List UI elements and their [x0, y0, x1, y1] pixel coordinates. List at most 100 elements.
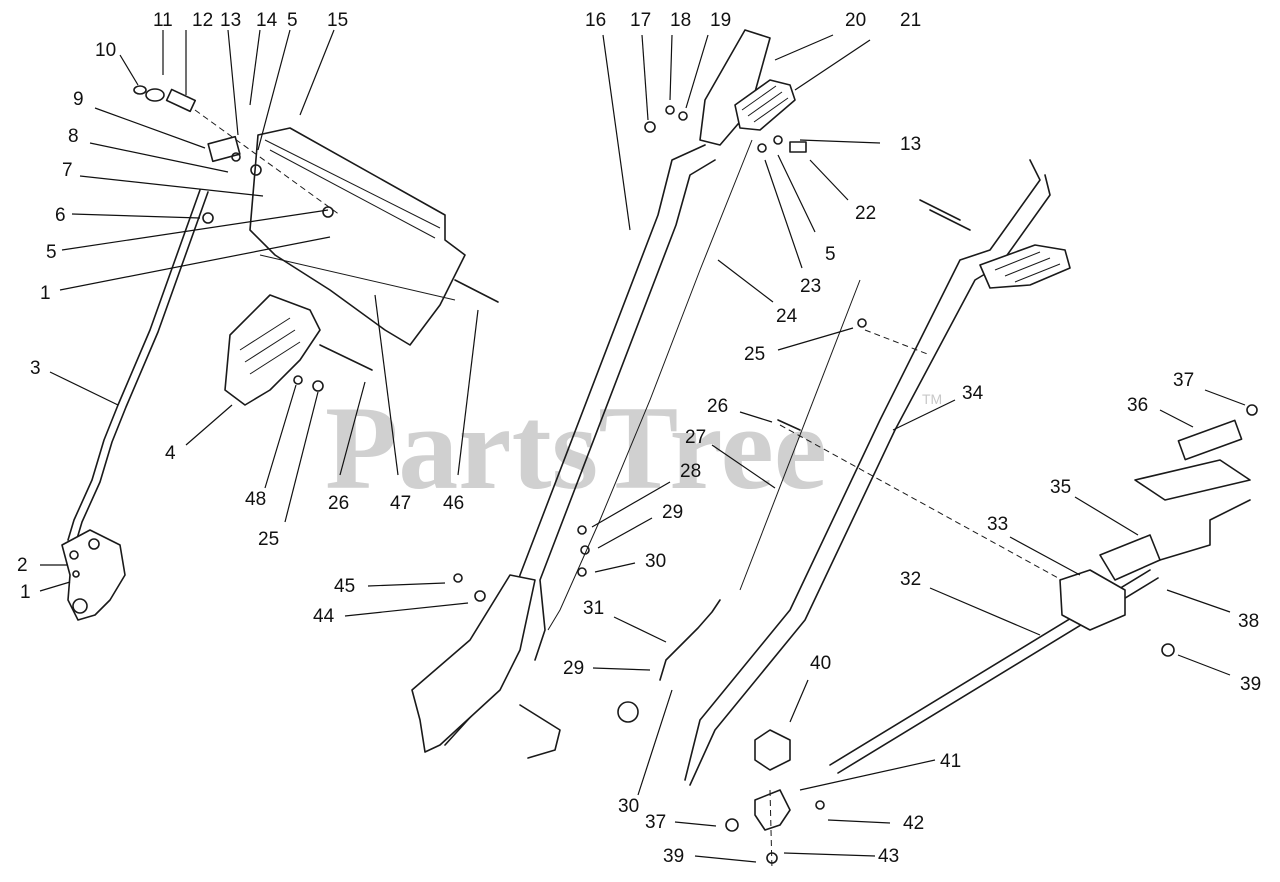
washer-29 — [580, 545, 590, 555]
callout-18: 18 — [670, 10, 691, 31]
callout-35: 35 — [1050, 477, 1071, 498]
callout-19: 19 — [710, 10, 731, 31]
callout-38: 38 — [1238, 611, 1259, 632]
callout-13: 13 — [220, 10, 241, 31]
callout-17: 17 — [630, 10, 651, 31]
bolt-46 — [454, 279, 499, 303]
callout-39b: 39 — [663, 846, 684, 867]
nut-30 — [577, 567, 587, 577]
callout-45: 45 — [334, 576, 355, 597]
handle-grip-right — [979, 244, 1071, 289]
bolt-26-left — [319, 344, 373, 371]
nut-25 — [312, 380, 324, 392]
callout-37b: 37 — [645, 812, 666, 833]
nut-39-right — [1161, 643, 1175, 657]
spacer-11 — [145, 88, 165, 102]
callout-8: 8 — [68, 126, 79, 147]
callout-28: 28 — [680, 461, 701, 482]
callout-26b: 26 — [707, 396, 728, 417]
panel-rod — [259, 254, 456, 301]
callout-14: 14 — [256, 10, 278, 31]
callout-10: 10 — [95, 40, 116, 61]
nut-6 — [202, 212, 214, 224]
bushing-12 — [165, 88, 197, 113]
nut-37-bottom — [725, 818, 739, 832]
callout-4: 4 — [165, 443, 176, 464]
callout-33: 33 — [987, 514, 1008, 535]
spring-31 — [659, 599, 721, 681]
axis-26 — [779, 424, 1081, 591]
callout-5c: 5 — [825, 244, 836, 265]
axis-25 — [864, 329, 931, 356]
callout-47: 47 — [390, 493, 411, 514]
panel-edge-2 — [269, 149, 436, 239]
shift-bracket — [61, 529, 126, 621]
leader-lines — [39, 29, 1246, 863]
callout-31: 31 — [583, 598, 604, 619]
linkage-rod — [519, 704, 561, 759]
callout-29: 29 — [662, 502, 683, 523]
bolt-26-right — [777, 419, 801, 431]
callout-2: 2 — [17, 555, 28, 576]
callout-12: 12 — [192, 10, 213, 31]
nut-25-right — [857, 318, 867, 328]
callout-37: 37 — [1173, 370, 1194, 391]
axis-bottom — [769, 789, 773, 871]
callout-6: 6 — [55, 205, 66, 226]
callout-44: 44 — [313, 606, 335, 627]
callout-32: 32 — [900, 569, 921, 590]
callout-13b: 13 — [900, 134, 921, 155]
shift-rod — [67, 189, 209, 543]
right-handle-assembly — [617, 159, 1081, 786]
callout-26: 26 — [328, 493, 349, 514]
bracket-35 — [1099, 534, 1161, 581]
callout-23: 23 — [800, 276, 821, 297]
grip-ridges — [741, 85, 789, 123]
plate-9 — [207, 135, 241, 163]
washer-13 — [231, 152, 241, 162]
callout-11: 11 — [153, 10, 173, 31]
nut-10 — [133, 85, 147, 95]
callout-40: 40 — [810, 653, 831, 674]
nut-37-top — [1246, 404, 1258, 416]
console-panel — [249, 127, 466, 346]
washer-19 — [678, 111, 688, 121]
callout-labels: 11 12 13 14 5 15 10 9 8 7 6 5 1 3 4 48 2… — [17, 10, 1261, 867]
panel-edge — [264, 139, 441, 229]
callout-48: 48 — [245, 489, 266, 510]
pin-1 — [72, 570, 80, 578]
callout-46: 46 — [443, 493, 464, 514]
callout-25b: 25 — [744, 344, 765, 365]
bolts-top-right — [919, 199, 971, 231]
callout-34: 34 — [962, 383, 984, 404]
callout-1b: 1 — [20, 582, 31, 603]
left-shift-assembly — [61, 85, 499, 621]
callout-30b: 30 — [618, 796, 639, 817]
callout-20: 20 — [845, 10, 866, 31]
callout-21: 21 — [900, 10, 921, 31]
washer-5b — [322, 206, 334, 218]
linkage-assembly — [725, 404, 1258, 871]
bracket-nut — [72, 598, 88, 614]
callout-24: 24 — [776, 306, 798, 327]
callout-27: 27 — [685, 427, 706, 448]
callout-43: 43 — [878, 846, 899, 867]
callout-5b: 5 — [46, 242, 57, 263]
shift-gate — [224, 294, 321, 406]
callout-1: 1 — [40, 283, 51, 304]
washer-5 — [250, 164, 262, 176]
washer-18 — [665, 105, 675, 115]
bracket-33 — [1059, 569, 1126, 631]
rod-38 — [1159, 499, 1251, 561]
callout-30: 30 — [645, 551, 666, 572]
control-cable-24 — [547, 139, 753, 631]
washer-42 — [815, 800, 825, 810]
bracket-41 — [754, 789, 791, 831]
callout-7: 7 — [62, 160, 73, 181]
callout-22: 22 — [855, 203, 876, 224]
washer-28 — [577, 525, 587, 535]
bracket-hole — [88, 538, 100, 550]
callout-29b: 29 — [563, 658, 584, 679]
washer-48 — [293, 375, 303, 385]
